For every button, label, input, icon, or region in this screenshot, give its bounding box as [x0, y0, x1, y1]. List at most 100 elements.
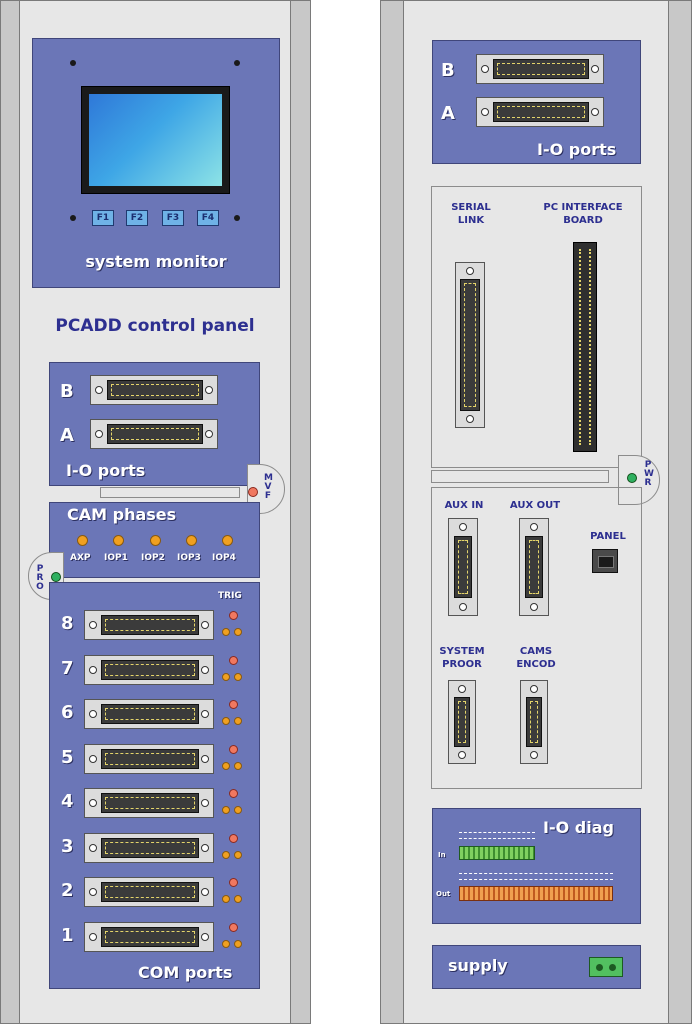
com-port-connector[interactable]	[84, 610, 214, 640]
right-rail-right	[668, 0, 692, 1024]
pwr-led	[627, 473, 637, 483]
left-rail-left	[0, 0, 20, 1024]
system-proor-connector[interactable]	[448, 680, 476, 764]
aux-in-label: AUX IN	[444, 500, 484, 511]
mount-hole	[234, 215, 240, 221]
pc-interface-connector[interactable]	[573, 242, 597, 452]
control-panel-title: PCADD control panel	[55, 316, 255, 336]
trig-label: TRIG	[218, 591, 242, 601]
com-port-connector[interactable]	[84, 877, 214, 907]
trig-led	[229, 789, 238, 798]
trig-led	[229, 878, 238, 887]
com-port-connector[interactable]	[84, 699, 214, 729]
com-port-number: 6	[61, 702, 74, 723]
com-ports-panel	[49, 582, 260, 989]
mvf-slot	[100, 487, 240, 498]
mount-hole	[70, 60, 76, 66]
io-port-b-connector[interactable]	[90, 375, 218, 405]
pro-label: PRO	[36, 564, 44, 592]
axp-label: AXP	[70, 553, 91, 563]
aux-bay	[431, 487, 642, 789]
com-status-led	[222, 717, 230, 725]
cams-encod-connector[interactable]	[520, 680, 548, 764]
com-status-led	[234, 762, 242, 770]
supply-terminal[interactable]	[589, 957, 623, 977]
trig-led	[229, 923, 238, 932]
com-status-led	[222, 851, 230, 859]
in-leds-ticks	[459, 838, 535, 839]
com-status-led	[222, 628, 230, 636]
f2-key[interactable]: F2	[126, 210, 148, 226]
com-port-connector[interactable]	[84, 922, 214, 952]
mount-hole	[234, 60, 240, 66]
io-ports-label-right: I-O ports	[537, 140, 617, 159]
com-port-connector[interactable]	[84, 744, 214, 774]
mvf-led	[248, 487, 258, 497]
mount-hole	[70, 215, 76, 221]
com-port-connector[interactable]	[84, 655, 214, 685]
out-leds-ticks	[459, 873, 613, 874]
out-leds-ticks	[459, 879, 613, 880]
com-status-led	[234, 940, 242, 948]
io-port-letter-a: A	[441, 103, 455, 124]
iop1-label: IOP1	[104, 553, 128, 563]
iop4-label: IOP4	[212, 553, 236, 563]
in-led-bank	[459, 846, 535, 860]
iop2-label: IOP2	[141, 553, 165, 563]
com-port-connector[interactable]	[84, 833, 214, 863]
iop1-led	[113, 535, 124, 546]
supply-label: supply	[448, 956, 508, 975]
aux-out-label: AUX OUT	[509, 500, 561, 511]
com-port-number: 2	[61, 880, 74, 901]
f4-key[interactable]: F4	[197, 210, 219, 226]
f1-key[interactable]: F1	[92, 210, 114, 226]
io-port-b-connector[interactable]	[476, 54, 604, 84]
iop3-led	[186, 535, 197, 546]
pwr-tab	[618, 455, 660, 505]
panel-jack[interactable]	[592, 549, 618, 573]
io-ports-label: I-O ports	[66, 461, 146, 480]
io-port-letter-a: A	[60, 425, 74, 446]
com-status-led	[222, 895, 230, 903]
trig-led	[229, 834, 238, 843]
io-port-letter-b: B	[441, 60, 455, 81]
io-port-a-connector[interactable]	[90, 419, 218, 449]
com-status-led	[234, 717, 242, 725]
trig-led	[229, 745, 238, 754]
com-status-led	[222, 940, 230, 948]
panel-label: PANEL	[590, 531, 626, 542]
monitor-screen	[81, 86, 230, 194]
com-status-led	[222, 673, 230, 681]
f3-key[interactable]: F3	[162, 210, 184, 226]
mvf-label: MVF	[264, 473, 273, 501]
com-port-connector[interactable]	[84, 788, 214, 818]
trig-led	[229, 656, 238, 665]
pwr-label: PWR	[644, 460, 654, 488]
aux-in-connector[interactable]	[448, 518, 478, 616]
com-port-number: 3	[61, 836, 74, 857]
in-leds-ticks	[459, 832, 535, 833]
io-port-a-connector[interactable]	[476, 97, 604, 127]
io-diag-in-label: In	[438, 851, 446, 859]
pro-led	[51, 572, 61, 582]
com-status-led	[234, 851, 242, 859]
io-diag-out-label: Out	[436, 890, 451, 898]
com-port-number: 5	[61, 747, 74, 768]
com-ports-label: COM ports	[138, 963, 233, 982]
system-monitor-label: system monitor	[85, 252, 227, 271]
io-port-letter-b: B	[60, 381, 74, 402]
right-rail-left	[380, 0, 404, 1024]
left-rail-right	[290, 0, 311, 1024]
com-status-led	[222, 806, 230, 814]
axp-led	[77, 535, 88, 546]
iop3-label: IOP3	[177, 553, 201, 563]
aux-out-connector[interactable]	[519, 518, 549, 616]
serial-link-connector[interactable]	[455, 262, 485, 428]
com-status-led	[234, 806, 242, 814]
com-status-led	[234, 895, 242, 903]
out-led-bank	[459, 886, 613, 901]
